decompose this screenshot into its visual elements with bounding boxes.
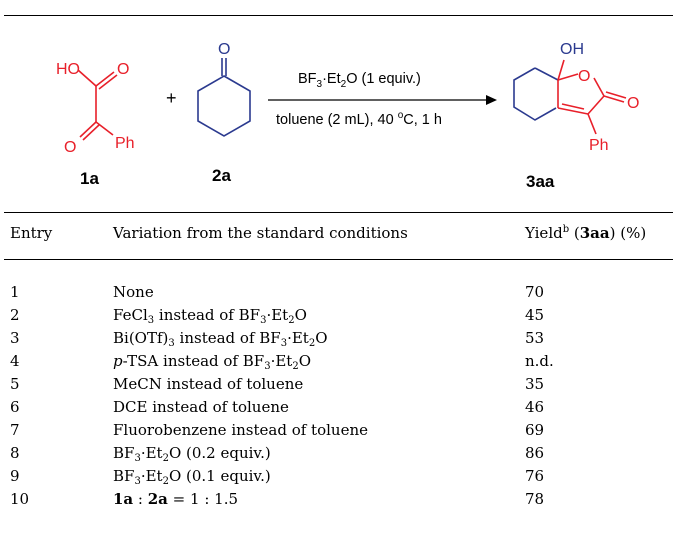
scheme-drawing: HO O O Ph + O BF3·Et2O (1 equiv.) toluen… — [56, 41, 639, 156]
bond-c3-ph — [587, 113, 597, 135]
bond-c2-obottom-2 — [82, 124, 100, 141]
table-row-variation: FeCl3 instead of BF3·Et2O — [113, 306, 307, 326]
bond-ho-c1 — [77, 69, 97, 87]
bond-c2-o — [603, 95, 625, 103]
table-row-yield: 53 — [525, 329, 545, 347]
table-row-variation: DCE instead of toluene — [113, 398, 289, 416]
table-row-variation: Fluorobenzene instead of toluene — [113, 421, 368, 439]
label-3aa: 3aa — [526, 172, 555, 191]
bond-c2-obottom — [79, 121, 97, 138]
table-row-yield: 35 — [525, 375, 545, 393]
conditions-text: toluene (2 mL), 40 oC, 1 h — [276, 110, 442, 128]
table-row-yield: 76 — [525, 467, 545, 485]
bond-c-oh — [557, 59, 565, 81]
table-row-entry: 1 — [10, 283, 20, 301]
scheme-bottom-rule — [4, 212, 673, 214]
reactant-2a-structure — [197, 58, 251, 137]
table-row-variation: None — [113, 283, 154, 301]
table-row-yield: 86 — [525, 444, 545, 462]
atom-ph-product: Ph — [589, 137, 609, 154]
bond-c2-o-2 — [605, 91, 627, 99]
label-2a: 2a — [212, 166, 231, 185]
table-row-variation: Bi(OTf)3 instead of BF3·Et2O — [113, 329, 328, 349]
bond-c8a-oring — [557, 73, 579, 81]
top-rule — [4, 15, 673, 17]
table-row-yield: 78 — [525, 490, 545, 508]
reaction-scheme: HO O O Ph + O BF3·Et2O (1 equiv.) toluen… — [0, 16, 678, 212]
atom-ho: HO — [56, 61, 80, 78]
atom-o-ring: O — [578, 68, 590, 85]
atom-o-top: O — [117, 61, 129, 78]
header-entry: Entry — [10, 224, 53, 242]
table-row-entry: 10 — [10, 490, 30, 508]
table-row-variation: p-TSA instead of BF3·Et2O — [113, 352, 311, 372]
label-1a: 1a — [80, 169, 99, 188]
table-row-yield: n.d. — [525, 352, 554, 370]
atom-o-carbonyl: O — [627, 95, 639, 112]
table-row-entry: 6 — [10, 398, 20, 416]
plus-sign: + — [166, 88, 177, 108]
table-row-entry: 9 — [10, 467, 20, 485]
reagent-text: BF3·Et2O (1 equiv.) — [298, 71, 421, 90]
bond-c3-c4a — [557, 107, 589, 115]
bond-c3-c4a-2 — [561, 103, 585, 110]
product-cyclohexane — [513, 67, 557, 121]
table-row-entry: 8 — [10, 444, 20, 462]
bond-c1-otop-2 — [98, 74, 118, 90]
table-row-variation: 1a : 2a = 1 : 1.5 — [113, 490, 238, 508]
bond-c2-c3 — [587, 95, 605, 115]
bond-ring-top — [534, 67, 559, 81]
table-row-yield: 69 — [525, 421, 545, 439]
table-row-entry: 5 — [10, 375, 20, 393]
header-bottom-rule — [4, 259, 673, 261]
atom-ph: Ph — [115, 135, 135, 152]
cyclohexane-ring — [197, 75, 251, 137]
header-yield: Yieldb (3aa) (%) — [525, 224, 647, 242]
atom-o-ketone: O — [218, 41, 230, 58]
table-row-entry: 2 — [10, 306, 20, 324]
bond-oring-c2 — [593, 77, 605, 97]
table-row-entry: 4 — [10, 352, 20, 370]
table-row-variation: BF3·Et2O (0.1 equiv.) — [113, 467, 271, 487]
table-row-entry: 7 — [10, 421, 20, 439]
table-row-yield: 70 — [525, 283, 545, 301]
product-3aa-structure — [513, 59, 627, 135]
table-row-variation: BF3·Et2O (0.2 equiv.) — [113, 444, 271, 464]
table-row-variation: MeCN instead of toluene — [113, 375, 304, 393]
atom-oh: OH — [560, 41, 584, 58]
table-row-yield: 46 — [525, 398, 545, 416]
bond-c1-otop — [95, 71, 115, 87]
atom-o-bottom: O — [64, 139, 76, 156]
table-row-yield: 45 — [525, 306, 545, 324]
reaction-arrow-head — [486, 95, 497, 105]
table-row-entry: 3 — [10, 329, 20, 347]
bond-c2-ph — [95, 121, 114, 136]
header-variation: Variation from the standard conditions — [113, 224, 408, 242]
reactant-1a-structure — [77, 69, 118, 141]
